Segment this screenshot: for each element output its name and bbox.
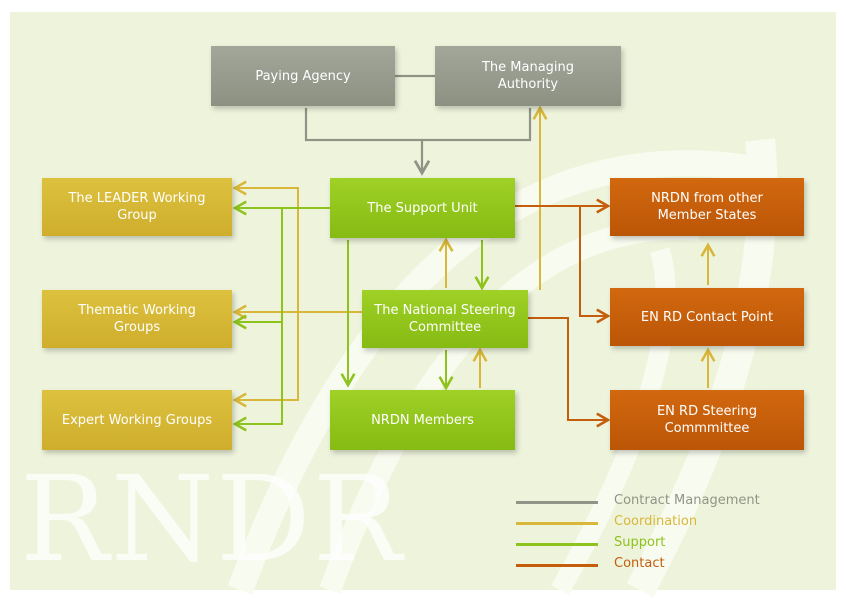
line-managing-authority-to-support-unit xyxy=(422,108,532,142)
node-thematic-working-groups-label: Thematic Working Groups xyxy=(78,303,196,335)
legend-label-contact: Contact xyxy=(614,556,665,571)
node-nrdn-other-member-states-label: NRDN from other Member States xyxy=(651,191,763,223)
node-support-unit: The Support Unit xyxy=(330,178,515,238)
legend-label-contract-management: Contract Management xyxy=(614,493,760,508)
node-leader-working-group: The LEADER Working Group xyxy=(42,178,232,236)
line-coordination-bus-expert xyxy=(232,312,299,408)
legend-swatch-contract-management xyxy=(516,501,598,504)
legend-item-support: Support xyxy=(516,534,816,555)
legend: Contract Management Coordination Support… xyxy=(516,492,816,576)
rndr-watermark: RNDR xyxy=(20,450,404,588)
node-leader-working-group-label: The LEADER Working Group xyxy=(68,191,206,223)
line-coordination-bus xyxy=(232,180,299,312)
node-managing-authority: The Managing Authority xyxy=(435,46,621,106)
node-nrdn-members-label: NRDN Members xyxy=(371,412,474,428)
legend-label-support: Support xyxy=(614,535,666,550)
node-managing-authority-label: The Managing Authority xyxy=(481,60,575,92)
legend-item-coordination: Coordination xyxy=(516,513,816,534)
node-paying-agency-label: Paying Agency xyxy=(255,68,351,84)
node-enrd-contact-point: EN RD Contact Point xyxy=(610,288,804,346)
node-nrdn-other-member-states: NRDN from other Member States xyxy=(610,178,804,236)
node-expert-working-groups: Expert Working Groups xyxy=(42,390,232,450)
node-enrd-contact-point-label: EN RD Contact Point xyxy=(640,309,774,325)
node-enrd-steering-committee: EN RD Steering Commmittee xyxy=(610,390,804,450)
node-paying-agency: Paying Agency xyxy=(211,46,395,106)
node-nrdn-members: NRDN Members xyxy=(330,390,515,450)
legend-label-coordination: Coordination xyxy=(614,514,698,529)
node-thematic-working-groups: Thematic Working Groups xyxy=(42,290,232,348)
legend-swatch-support xyxy=(516,543,598,546)
legend-item-contract-management: Contract Management xyxy=(516,492,816,513)
line-support-bus-expert xyxy=(232,322,283,432)
line-steering-to-enrd-steering xyxy=(528,317,611,428)
legend-swatch-coordination xyxy=(516,522,598,525)
line-support-unit-to-enrd-contact xyxy=(579,206,611,324)
legend-swatch-contact xyxy=(516,564,598,567)
line-paying-agency-to-support-unit xyxy=(304,108,431,176)
legend-item-contact: Contact xyxy=(516,555,816,576)
node-national-steering-committee: The National Steering Committee xyxy=(362,290,528,348)
node-enrd-steering-committee-label: EN RD Steering Commmittee xyxy=(656,404,758,436)
node-national-steering-committee-label: The National Steering Committee xyxy=(374,303,516,335)
node-support-unit-label: The Support Unit xyxy=(367,200,478,216)
node-expert-working-groups-label: Expert Working Groups xyxy=(61,412,213,428)
line-support-bus-thematic xyxy=(232,208,283,330)
